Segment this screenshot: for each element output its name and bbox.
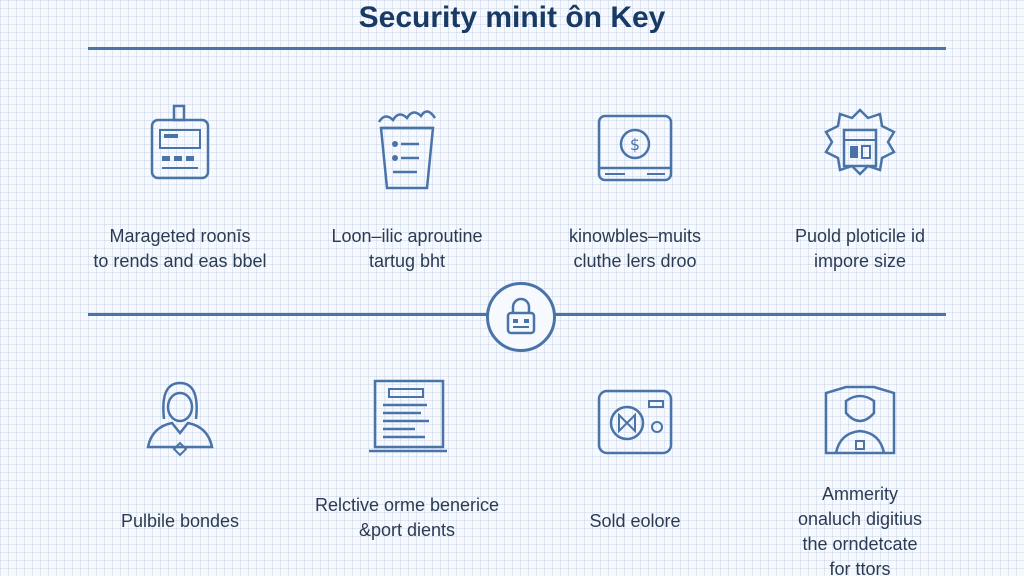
user-profile-icon [820,379,900,463]
safe-icon [595,381,675,465]
feature-label-line: Ammerity [822,484,898,504]
feature-label-line: Sold eolore [589,511,681,531]
feature-label-line: Pulbile bondes [120,511,240,531]
feature-label-line: Puold ploticile id [794,226,926,246]
feature-label-line: impore size [813,251,907,271]
padlock-icon [506,297,536,335]
feature-label-line: &port dients [358,520,456,540]
feature-label-line: to rends and eas bbel [93,251,267,271]
feature-label-line: for ttors [829,559,891,576]
feature-label-line: onaluch digitius [797,509,923,529]
feature-label-7: Sold eolore [525,509,745,534]
feature-label-line: kinowbles–muits [568,226,702,246]
feature-label-line: Marageted roonīs [109,226,251,246]
page-title: Security minit ôn Key [358,1,666,34]
title-divider [88,47,946,50]
feature-label-8: Ammerity onaluch digitius the orndetcate… [750,482,970,576]
feature-label-5: Pulbile bondes [70,509,290,534]
feature-label-3: kinowbles–muits cluthe lers droo [525,224,745,274]
feature-label-line: tartug bht [368,251,446,271]
feature-label-6: Relctive orme benerice &port dients [297,493,517,543]
feature-label-line: cluthe lers droo [573,251,697,271]
server-bin-icon [367,108,447,192]
feature-label-line: the orndetcate [802,534,918,554]
vault-gear-icon [820,104,900,188]
feature-label-4: Puold ploticile id impore size [750,224,970,274]
monitor-coin-icon: $ [595,106,675,190]
laptop-document-icon [367,375,449,459]
feature-label-line: Relctive orme benerice [314,495,500,515]
hooded-person-icon [140,375,220,459]
keycard-device-icon [140,100,220,184]
feature-label-line: Loon–ilic aproutine [331,226,483,246]
feature-label-1: Marageted roonīs to rends and eas bbel [70,224,290,274]
padlock-hub [486,282,556,352]
svg-text:$: $ [630,135,640,154]
feature-label-2: Loon–ilic aproutine tartug bht [297,224,517,274]
